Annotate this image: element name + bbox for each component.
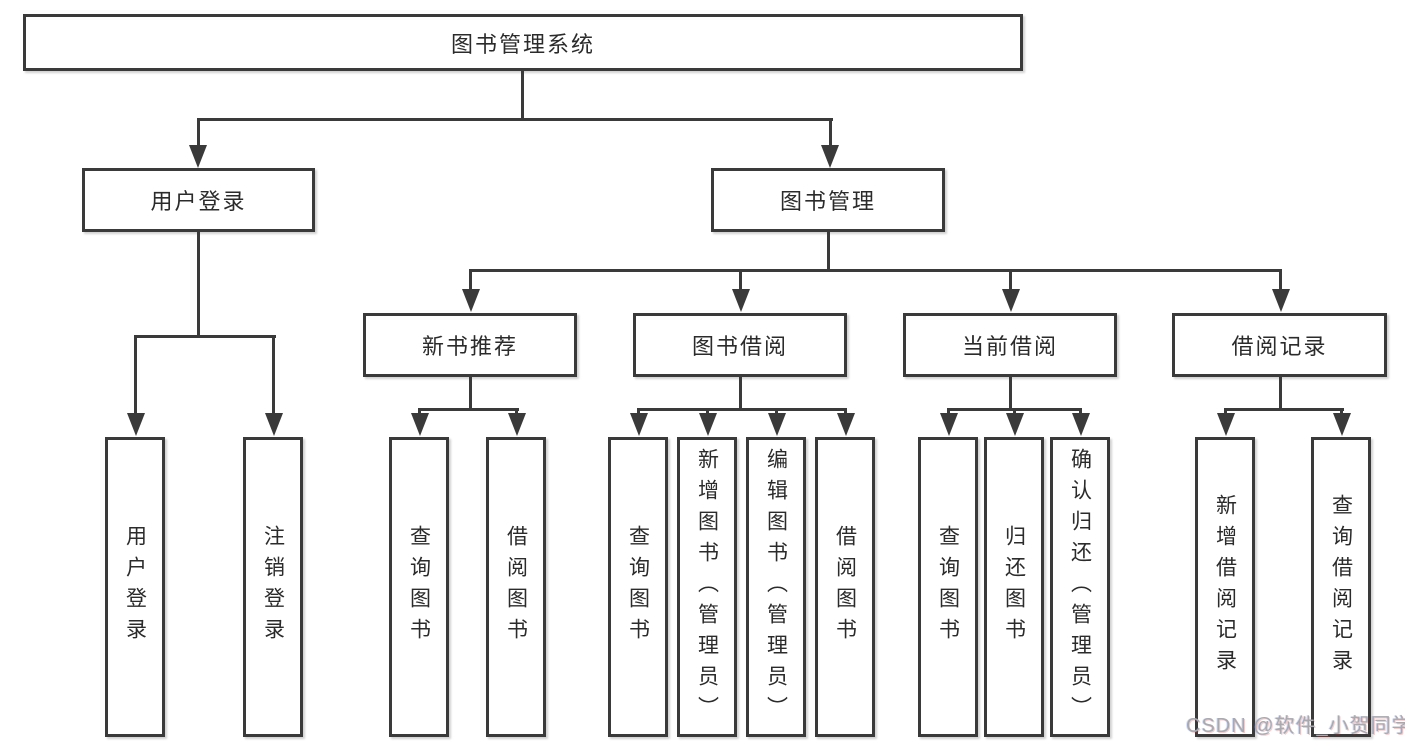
connector-line bbox=[637, 408, 640, 416]
arrow-down-icon bbox=[189, 145, 207, 168]
node-label: 新书推荐 bbox=[421, 334, 518, 359]
connector-line bbox=[1009, 377, 1012, 411]
arrow-down-icon bbox=[462, 289, 480, 312]
connector-line bbox=[521, 71, 524, 121]
node-label: 图书借阅 bbox=[691, 334, 788, 359]
leaf-label: 借阅图书 bbox=[504, 525, 528, 649]
connector-line bbox=[1224, 408, 1344, 411]
leaf-query-borrow-record: 查询借阅记录 bbox=[1311, 437, 1371, 737]
node-current-borrow: 当前借阅 bbox=[903, 313, 1117, 377]
connector-line bbox=[469, 269, 1282, 272]
arrow-down-icon bbox=[940, 413, 958, 436]
node-label: 借阅记录 bbox=[1231, 334, 1328, 359]
connector-line bbox=[197, 118, 833, 121]
connector-line bbox=[1279, 269, 1282, 291]
connector-line bbox=[134, 335, 137, 415]
leaf-edit-books-admin: 编辑图书（管理员） bbox=[746, 437, 806, 737]
arrow-down-icon bbox=[265, 413, 283, 436]
leaf-confirm-return-admin: 确认归还（管理员） bbox=[1050, 437, 1110, 737]
arrow-down-icon bbox=[508, 413, 526, 436]
leaf-query-books-current: 查询图书 bbox=[918, 437, 978, 737]
connector-line bbox=[739, 377, 742, 411]
node-label: 当前借阅 bbox=[961, 334, 1058, 359]
arrow-down-icon bbox=[411, 413, 429, 436]
leaf-label: 归还图书 bbox=[1002, 525, 1026, 649]
arrow-down-icon bbox=[1333, 413, 1351, 436]
leaf-return-books: 归还图书 bbox=[984, 437, 1044, 737]
connector-line bbox=[469, 377, 472, 411]
arrow-down-icon bbox=[630, 413, 648, 436]
leaf-label: 新增图书（管理员） bbox=[695, 447, 719, 727]
arrow-down-icon bbox=[1006, 413, 1024, 436]
leaf-query-books-recommend: 查询图书 bbox=[389, 437, 449, 737]
arrow-down-icon bbox=[837, 413, 855, 436]
connector-line bbox=[1340, 408, 1343, 416]
arrow-down-icon bbox=[1072, 413, 1090, 436]
connector-line bbox=[775, 408, 778, 416]
connector-line bbox=[829, 118, 832, 148]
connector-line bbox=[469, 269, 472, 291]
leaf-label: 查询图书 bbox=[407, 525, 431, 649]
leaf-label: 注销登录 bbox=[261, 525, 285, 649]
arrow-down-icon bbox=[768, 413, 786, 436]
connector-line bbox=[827, 232, 830, 272]
leaf-add-books-admin: 新增图书（管理员） bbox=[677, 437, 737, 737]
connector-line bbox=[739, 269, 742, 291]
leaf-borrow-books: 借阅图书 bbox=[815, 437, 875, 737]
leaf-label: 查询图书 bbox=[936, 525, 960, 649]
leaf-add-borrow-record: 新增借阅记录 bbox=[1195, 437, 1255, 737]
connector-line bbox=[1079, 408, 1082, 416]
connector-line bbox=[1279, 377, 1282, 411]
leaf-logout: 注销登录 bbox=[243, 437, 303, 737]
connector-line bbox=[947, 408, 950, 416]
connector-line bbox=[272, 335, 275, 415]
arrow-down-icon bbox=[732, 289, 750, 312]
connector-line bbox=[515, 408, 518, 416]
connector-line bbox=[706, 408, 709, 416]
arrow-down-icon bbox=[821, 145, 839, 168]
leaf-label: 查询借阅记录 bbox=[1329, 494, 1353, 680]
leaf-label: 用户登录 bbox=[123, 525, 147, 649]
arrow-down-icon bbox=[1002, 289, 1020, 312]
leaf-query-books-borrow: 查询图书 bbox=[608, 437, 668, 737]
node-book-management: 图书管理 bbox=[711, 168, 945, 232]
leaf-label: 查询图书 bbox=[626, 525, 650, 649]
connector-line bbox=[637, 408, 847, 411]
connector-line bbox=[1009, 269, 1012, 291]
connector-line bbox=[844, 408, 847, 416]
node-library-management-system: 图书管理系统 bbox=[23, 14, 1023, 71]
leaf-user-login: 用户登录 bbox=[105, 437, 165, 737]
connector-line bbox=[197, 232, 200, 338]
node-label: 图书管理 bbox=[779, 189, 876, 214]
node-label: 用户登录 bbox=[150, 189, 247, 214]
node-new-book-recommend: 新书推荐 bbox=[363, 313, 577, 377]
connector-line bbox=[1224, 408, 1227, 416]
connector-line bbox=[418, 408, 519, 411]
node-book-borrow: 图书借阅 bbox=[633, 313, 847, 377]
leaf-label: 新增借阅记录 bbox=[1213, 494, 1237, 680]
arrow-down-icon bbox=[1272, 289, 1290, 312]
leaf-label: 编辑图书（管理员） bbox=[764, 447, 788, 727]
csdn-watermark: CSDN @软件_小贺同学 bbox=[1186, 715, 1405, 737]
node-label: 图书管理系统 bbox=[450, 31, 595, 57]
arrow-down-icon bbox=[1217, 413, 1235, 436]
arrow-down-icon bbox=[699, 413, 717, 436]
connector-line bbox=[418, 408, 421, 416]
connector-line bbox=[134, 335, 276, 338]
connector-line bbox=[1013, 408, 1016, 416]
leaf-label: 借阅图书 bbox=[833, 525, 857, 649]
connector-line bbox=[197, 118, 200, 148]
leaf-borrow-books-recommend: 借阅图书 bbox=[486, 437, 546, 737]
arrow-down-icon bbox=[127, 413, 145, 436]
node-user-login: 用户登录 bbox=[82, 168, 315, 232]
node-borrow-records: 借阅记录 bbox=[1172, 313, 1387, 377]
leaf-label: 确认归还（管理员） bbox=[1068, 447, 1092, 727]
